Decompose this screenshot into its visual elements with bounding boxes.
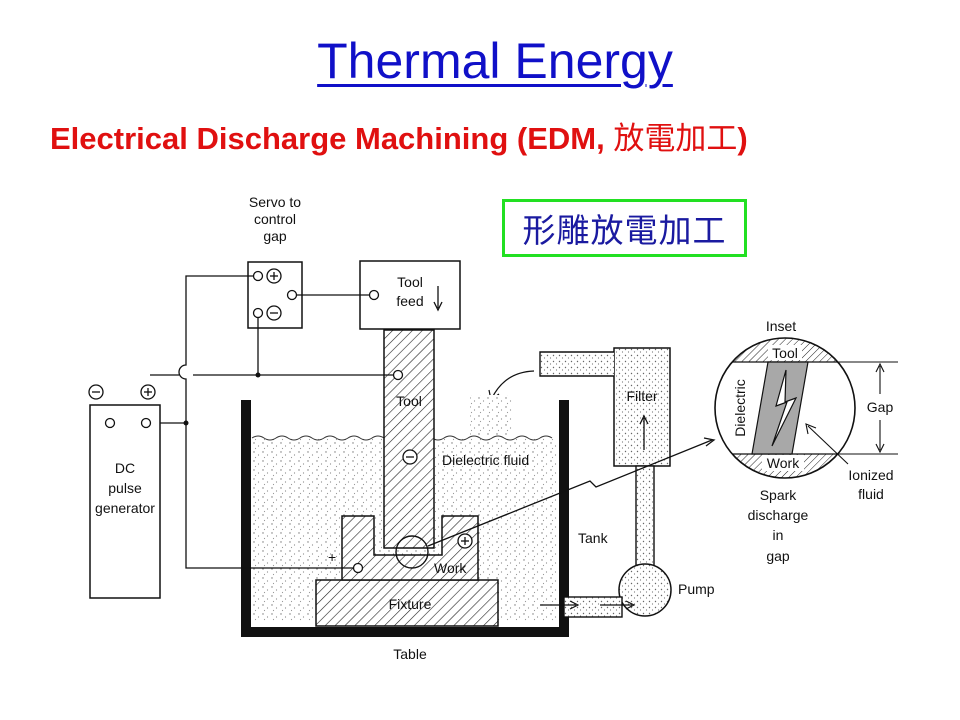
subtitle-chinese: 放電加工 [613,121,738,157]
gap-label: Gap [867,399,894,415]
wiring [150,275,394,569]
spark-label-3: in [773,527,784,543]
inset-dielectric-label: Dielectric [732,379,748,437]
fixture [315,579,499,627]
tool-electrode [383,329,435,549]
servo-label-2: control [254,211,296,227]
tank-walls [241,400,569,637]
inset-leader-line [427,439,713,547]
tool-feed-label-1: Tool [397,274,423,290]
dc-label-2: pulse [108,480,142,496]
chinese-callout-box: 形雕放電加工 [502,199,747,257]
pump-pipe [635,465,655,573]
tool-feed-label-2: feed [396,293,423,309]
ionized-label-2: fluid [858,486,884,502]
svg-text:+: + [328,549,336,565]
spark-label-2: discharge [748,507,809,523]
servo-label-1: Servo to [249,194,301,210]
filter-label: Filter [626,388,657,404]
filter [613,347,671,467]
servo-label-3: gap [263,228,287,244]
inset-title: Inset [766,318,796,334]
workpiece [341,515,479,581]
dc-generator-box [89,404,161,599]
work-label: Work [434,560,467,576]
dc-label-1: DC [115,460,135,476]
dc-label-3: generator [95,500,155,516]
table-label: Table [393,646,427,662]
outlet-pipe [563,596,623,618]
dielectric-fluid-label: Dielectric fluid [442,452,529,468]
page-title: Thermal Energy [317,33,673,89]
subtitle: Electrical Discharge Machining (EDM, 放電加… [50,113,748,158]
tank-label: Tank [578,530,609,546]
subtitle-close: ) [737,121,748,156]
spark-gap-circle [395,535,429,569]
inset-tool-label: Tool [772,345,798,361]
spark-label-1: Spark [760,487,798,503]
pump [618,563,672,617]
inset-work-label: Work [767,455,800,471]
tool-label: Tool [396,393,422,409]
return-pipe [539,351,614,377]
ionized-label-1: Ionized [848,467,893,483]
fixture-label: Fixture [389,596,432,612]
pump-label: Pump [678,581,715,597]
subtitle-text: Electrical Discharge Machining (EDM, [50,121,614,156]
spark-label-4: gap [766,548,790,564]
